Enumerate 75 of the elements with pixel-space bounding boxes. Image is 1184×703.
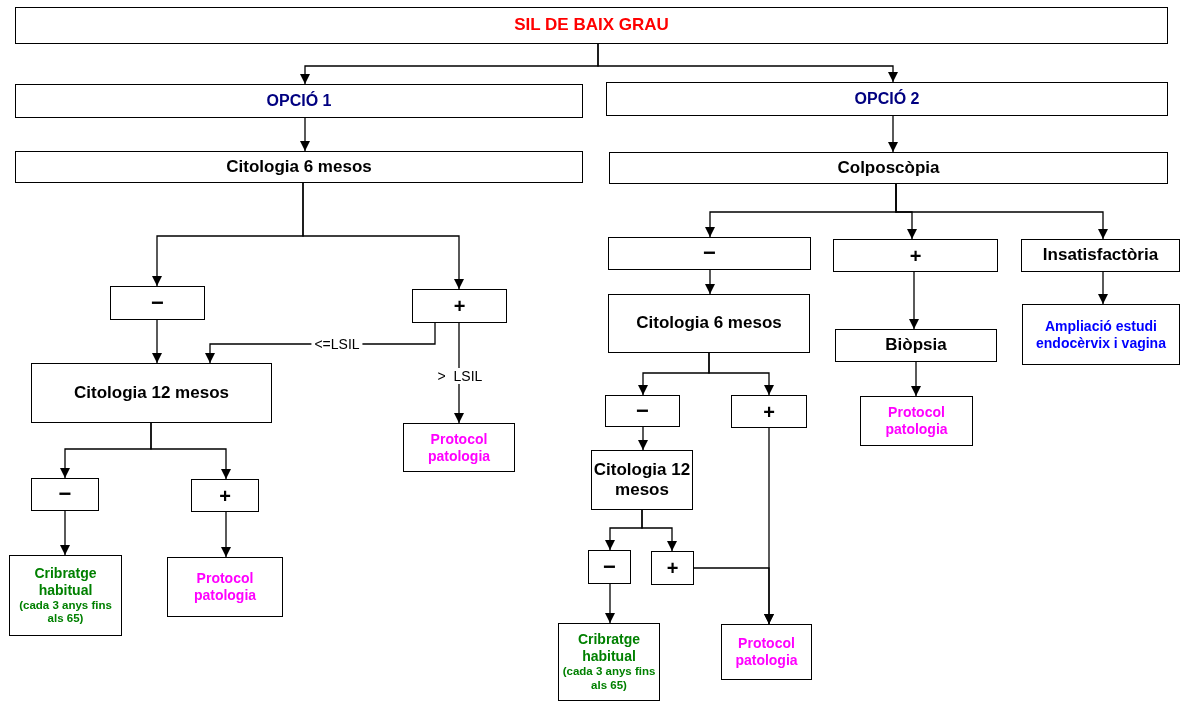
arrow [150, 422, 231, 480]
process-box [591, 450, 693, 510]
edge-label: <=LSIL [311, 336, 363, 352]
process-box [31, 478, 99, 511]
process-box [412, 289, 507, 323]
process-box [1021, 239, 1180, 272]
box-text: + [763, 399, 775, 424]
arrow [895, 183, 1108, 240]
arrow [60, 510, 70, 556]
process-box [606, 82, 1168, 116]
process-box [15, 84, 583, 118]
box-text: − [636, 397, 649, 425]
process-box [835, 329, 997, 362]
box-text: Biòpsia [885, 335, 947, 356]
arrow [705, 269, 715, 295]
outcome-box [721, 624, 812, 680]
outcome-box [9, 555, 122, 636]
box-text: + [219, 483, 231, 508]
box-text: − [151, 289, 164, 317]
box-text: − [703, 240, 716, 267]
arrow [888, 115, 898, 153]
arrow [1098, 271, 1108, 305]
arrow [641, 509, 677, 552]
process-box [608, 237, 811, 270]
title-box [15, 7, 1168, 44]
note-text: (cada 3 anys fins als 65) [18, 598, 113, 627]
box-text: Cribratge habitual [576, 631, 642, 665]
arrow [911, 361, 921, 397]
process-box [731, 395, 807, 428]
box-text: − [603, 553, 616, 581]
box-text: Protocol patologia [426, 430, 492, 465]
box-text: SIL DE BAIX GRAU [514, 15, 669, 36]
note-text: (cada 3 anys fins als 65) [561, 665, 657, 693]
process-box [605, 395, 680, 427]
box-text: Cribratge habitual [33, 564, 98, 599]
arrow [708, 352, 774, 396]
box-text: Insatisfactòria [1042, 245, 1159, 266]
outcome-box [1022, 304, 1180, 365]
outcome-box [403, 423, 515, 472]
arrow [302, 182, 464, 290]
box-text: Protocol patologia [884, 404, 949, 438]
box-text: Protocol patologia [734, 635, 799, 669]
box-text: Citologia 6 mesos [636, 313, 782, 334]
process-box [608, 294, 810, 353]
box-text: Protocol patologia [192, 570, 258, 604]
box-text: + [666, 556, 679, 580]
outcome-box [167, 557, 283, 617]
process-box [110, 286, 205, 320]
box-text: − [58, 481, 72, 508]
arrow [152, 319, 162, 364]
process-box [31, 363, 272, 423]
process-box [833, 239, 998, 272]
box-text: Ampliació estudi endocèrvix i vagina [1035, 317, 1167, 352]
outcome-box [558, 623, 660, 701]
arrow [597, 43, 898, 83]
box-text: Citologia 6 mesos [226, 156, 372, 178]
process-box [609, 152, 1168, 184]
box-text: Colposcòpia [837, 157, 940, 179]
arrow [909, 271, 919, 330]
arrow [605, 583, 615, 624]
process-box [651, 551, 694, 585]
outcome-box [860, 396, 973, 446]
process-box [588, 550, 631, 584]
process-box [15, 151, 583, 183]
box-text: Citologia 12 mesos [592, 459, 692, 501]
box-text: OPCIÓ 1 [266, 91, 332, 111]
box-text: Citologia 12 mesos [74, 382, 229, 404]
box-text: OPCIÓ 2 [854, 89, 920, 109]
arrow [638, 426, 648, 451]
process-box [191, 479, 259, 512]
arrow [693, 567, 774, 625]
box-text: + [453, 294, 466, 318]
arrow [221, 511, 231, 558]
box-text: + [909, 243, 922, 268]
arrow [300, 117, 310, 152]
